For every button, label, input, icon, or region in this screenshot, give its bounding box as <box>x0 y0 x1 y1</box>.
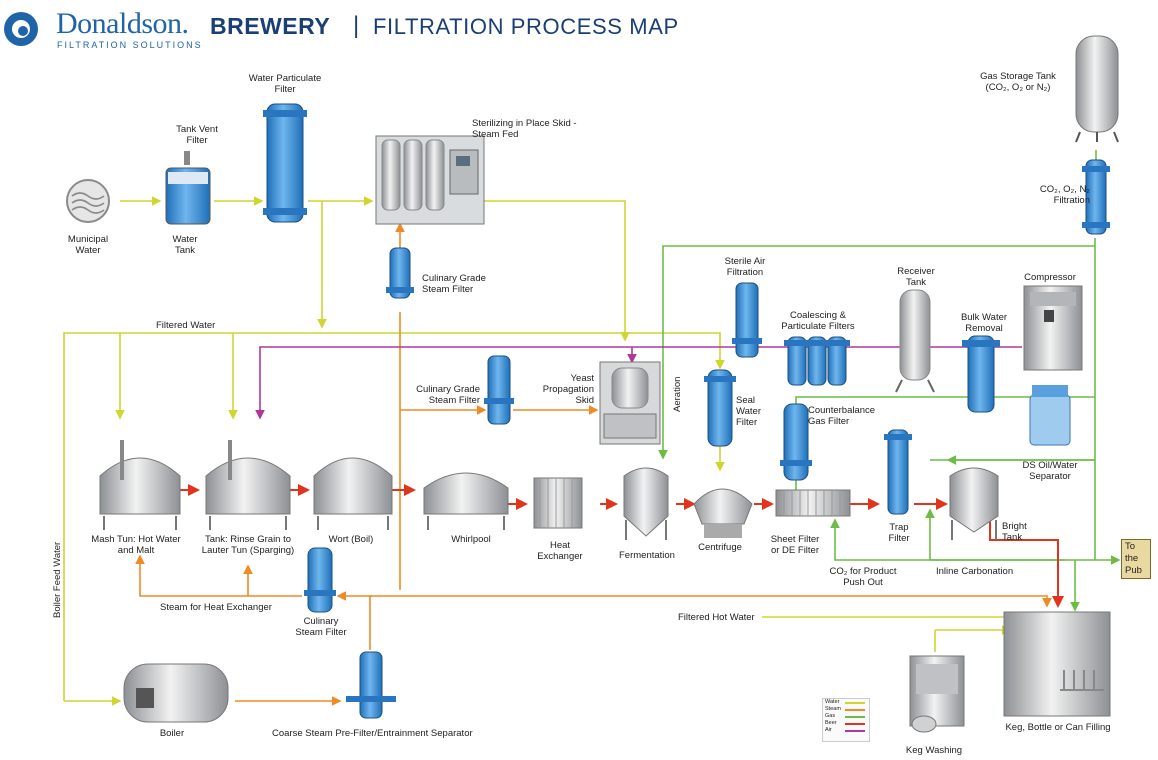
coarse-steam-label: Coarse Steam Pre-Filter/Entrainment Sepa… <box>272 728 473 739</box>
heat-exchanger-icon <box>533 477 583 529</box>
sip-skid-icon <box>375 135 485 225</box>
coarse-steam-prefilter-icon <box>346 651 396 719</box>
keg-washing-icon <box>909 655 965 733</box>
steam-heat-exchanger-label: Steam for Heat Exchanger <box>160 602 272 613</box>
air-lines <box>255 346 1022 420</box>
ds-oil-water-separator-icon <box>1029 385 1071 446</box>
legend-item: Beer <box>823 720 869 727</box>
wort-label: Wort (Boil) <box>328 534 374 545</box>
mash-tun-icon <box>99 440 181 530</box>
culinary-steam-filter-top-icon <box>386 247 414 299</box>
keg-washing-label: Keg Washing <box>905 745 963 756</box>
municipal-water-icon <box>66 179 110 223</box>
wort-kettle-icon <box>313 457 393 530</box>
boiler-icon <box>123 663 229 723</box>
aeration-label: Aeration <box>672 376 683 412</box>
keg-bottle-filling-icon <box>1003 611 1111 717</box>
sterile-air-filter-icon <box>732 282 762 358</box>
centrifuge-label: Centrifuge <box>698 542 742 553</box>
centrifuge-icon <box>693 488 753 538</box>
coalescing-filters-icon <box>784 336 850 386</box>
logo-subtitle: FILTRATION SOLUTIONS <box>57 40 203 50</box>
gas-storage-tank-icon <box>1075 35 1119 143</box>
trap-filter-icon <box>884 429 912 515</box>
fermentation-label: Fermentation <box>619 550 675 561</box>
fermentation-tank-icon <box>623 467 669 540</box>
logo-name: Donaldson. <box>56 7 189 40</box>
compressor-label: Compressor <box>1024 272 1076 283</box>
gas-storage-tank-label: Gas Storage Tank(CO₂, O₂ or N₂) <box>980 71 1056 93</box>
whirlpool-label: Whirlpool <box>451 534 491 545</box>
water-lines <box>63 196 1046 706</box>
boiler-label: Boiler <box>159 728 185 739</box>
culinary-steam-filter-low-icon <box>304 547 336 613</box>
header: Donaldson. FILTRATION SOLUTIONS BREWERY … <box>0 0 1158 60</box>
legend-item: Gas <box>823 713 869 720</box>
sip-skid-label: Sterilizing in Place Skid -Steam Fed <box>472 118 577 140</box>
bulk-water-removal-icon <box>962 335 1000 413</box>
culinary-steam-filter-mid-icon <box>484 355 514 425</box>
beer-lines <box>178 484 1064 608</box>
coalescing-filters-label: Coalescing &Particulate Filters <box>781 310 855 332</box>
water-tank-icon <box>165 151 211 225</box>
page-title: FILTRATION PROCESS MAP <box>373 14 679 39</box>
sheet-filter-icon <box>775 489 851 517</box>
legend: Water Steam Gas Beer Air <box>822 698 870 742</box>
title-separator: | <box>353 12 360 39</box>
bright-tank-icon <box>949 467 999 540</box>
boiler-feed-water-label: Boiler Feed Water <box>52 541 63 618</box>
legend-item: Steam <box>823 706 869 713</box>
compressor-icon <box>1023 285 1083 371</box>
gas-lines <box>658 150 1121 612</box>
yeast-propagation-skid-icon <box>599 361 661 445</box>
keg-filling-label: Keg, Bottle or Can Filling <box>1005 722 1111 733</box>
lauter-tun-icon <box>205 440 291 530</box>
receiver-tank-icon <box>895 289 935 393</box>
steam-lines <box>135 222 1052 706</box>
donaldson-logo-icon <box>4 12 38 46</box>
filtered-water-label: Filtered Water <box>156 320 216 331</box>
filtered-hot-water-label: Filtered Hot Water <box>678 612 755 623</box>
inline-carbonation-label: Inline Carbonation <box>936 566 1014 577</box>
seal-water-filter-icon <box>704 369 736 447</box>
water-particulate-filter-icon <box>263 103 307 223</box>
gas-filtration-filter-icon <box>1082 159 1110 235</box>
page-title-bold: BREWERY <box>210 13 331 39</box>
legend-item: Air <box>823 727 869 734</box>
counterbalance-gas-filter-icon <box>780 403 812 481</box>
legend-item: Water <box>823 699 869 706</box>
whirlpool-icon <box>423 472 509 530</box>
